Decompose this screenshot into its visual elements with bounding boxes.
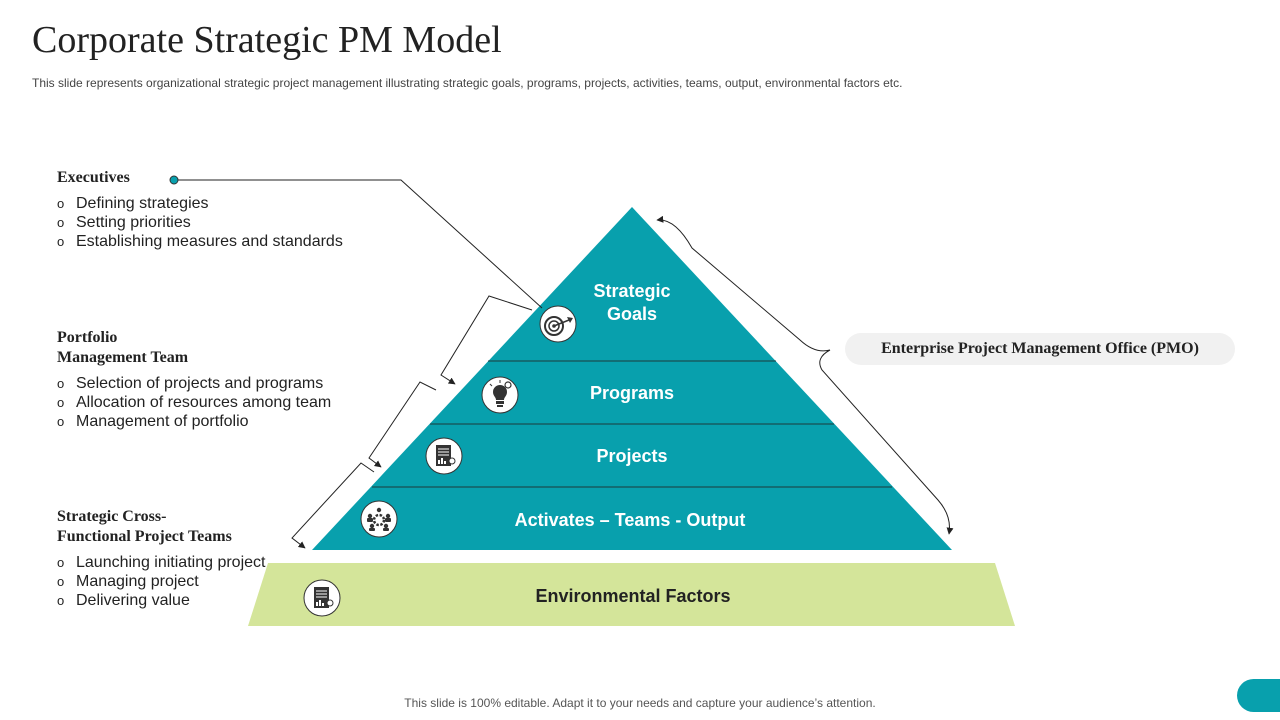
list-item: Establishing measures and standards [57,232,343,251]
level-label-strategic-goals: Strategic [593,281,670,301]
level-label-projects: Projects [596,446,667,466]
executives-list: Defining strategies Setting priorities E… [57,194,343,251]
executives-block: Executives Defining strategies Setting p… [57,168,343,251]
target-icon [539,305,577,343]
level-label-strategic-goals-line2: Goals [607,304,657,324]
executives-connector [178,179,543,309]
cross-functional-list: Launching initiating project Managing pr… [57,553,265,610]
cross-functional-bracket-arrow [291,462,375,549]
cross-functional-block: Strategic Cross-Functional Project Teams… [57,507,265,610]
corner-tab[interactable] [1237,679,1280,712]
executives-heading: Executives [57,169,130,186]
list-item: Allocation of resources among team [57,393,331,412]
pmo-brace [656,215,954,535]
list-item: Setting priorities [57,213,343,232]
team-gear-icon [360,500,398,538]
level-label-activities: Activates – Teams - Output [515,510,746,530]
lightbulb-icon [481,376,519,414]
page-title: Corporate Strategic PM Model [32,19,502,61]
document-chart-icon [425,437,463,475]
footer-note: This slide is 100% editable. Adapt it to… [404,696,876,710]
environmental-base [248,563,1015,626]
page-subtitle: This slide represents organizational str… [32,76,903,90]
list-item: Managing project [57,572,265,591]
level-label-environmental-factors: Environmental Factors [535,586,730,606]
list-item: Launching initiating project [57,553,265,572]
cross-functional-heading: Strategic Cross-Functional Project Teams [57,508,232,545]
document-chart-icon [303,579,341,617]
portfolio-bracket-arrow [440,295,533,385]
portfolio-list: Selection of projects and programs Alloc… [57,374,331,431]
pmo-label: Enterprise Project Management Office (PM… [845,333,1235,365]
list-item: Selection of projects and programs [57,374,331,393]
list-item: Management of portfolio [57,412,331,431]
programs-bracket-arrow [368,381,437,468]
pyramid-triangle [312,207,952,550]
list-item: Delivering value [57,591,265,610]
connector-dot [169,175,179,185]
list-item: Defining strategies [57,194,343,213]
level-label-programs: Programs [590,383,674,403]
